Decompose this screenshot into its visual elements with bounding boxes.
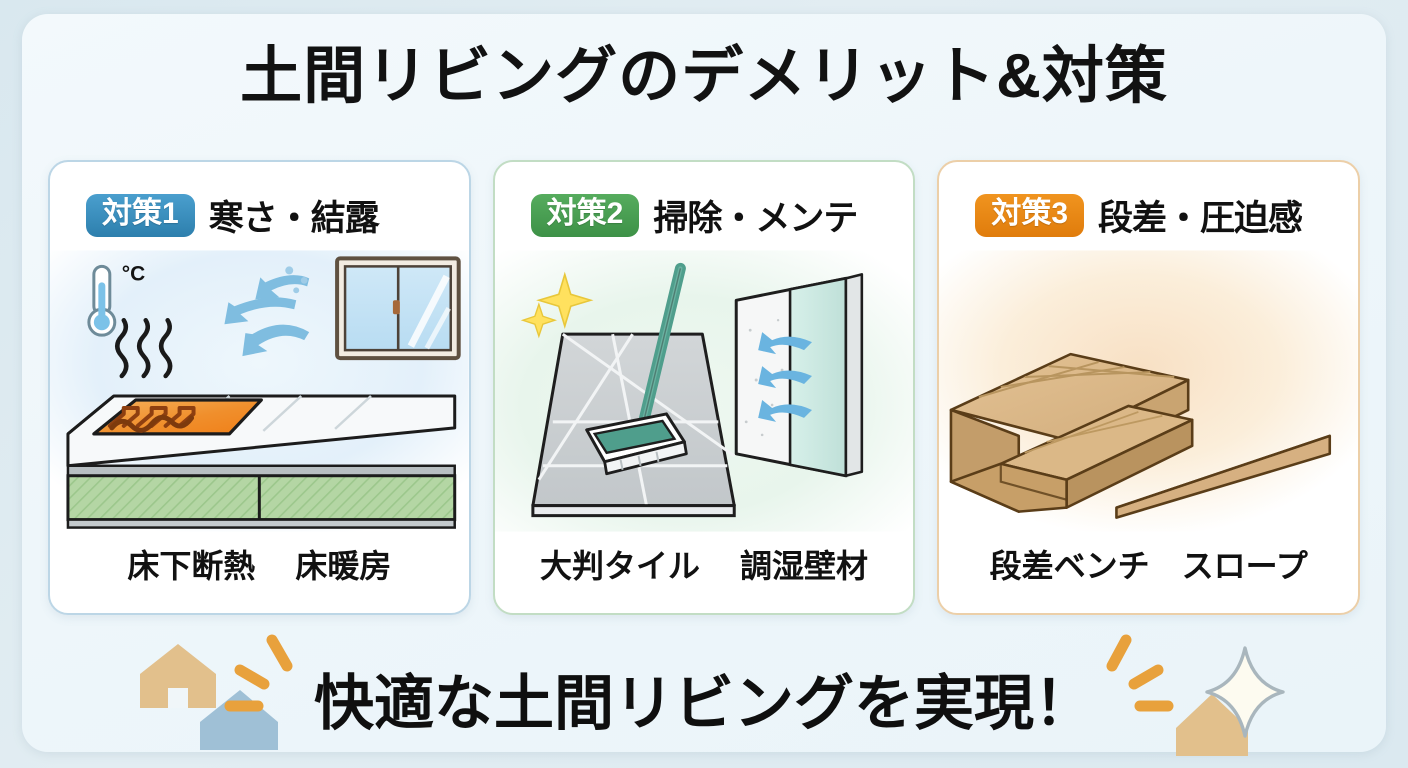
heat-wave-squiggles [115,317,173,379]
cold-air-arrows [224,266,310,357]
card-3-illustration [939,250,1359,532]
card-measure-3[interactable]: 対策3 段差・圧迫感 [937,160,1361,615]
sparkle-star-small [520,302,557,339]
footer-text: 快適な土間リビングを実現！ [314,670,1094,737]
card-measure-1[interactable]: 対策1 寒さ・結露 [48,160,471,615]
card-1-illustration: °C [50,250,469,532]
mop-handle [638,262,686,424]
moisture-absorption-arrows [757,332,812,422]
footer-banner: 快適な土間リビングを実現！ [0,674,1408,734]
card-1-header: 対策1 寒さ・結露 [50,190,469,241]
card-1-labels: 床下断熱 床暖房 [50,541,469,587]
card-2-illustration [494,250,914,532]
badge-measure-1: 対策1 [86,194,195,237]
footer-decorations [140,634,1285,756]
card-2-label-1: 大判タイル [539,548,700,584]
page-title: 土間リビングのデメリット&対策 [240,42,1168,111]
card-1-label-2: 床暖房 [295,548,392,584]
card-1-title: 寒さ・結露 [208,199,380,238]
sparkle-star-large [535,271,594,329]
floor-assembly [66,394,457,529]
card-measure-2[interactable]: 対策2 掃除・メンテ [492,160,916,615]
slope-ramp-wedge [1115,434,1332,519]
house-icon-tan-right [1176,694,1248,756]
house-icon-blue [200,690,278,750]
card-3-labels: 段差ベンチ スロープ [939,541,1358,587]
emphasis-dashes-left [224,634,293,712]
badge-measure-2: 対策2 [530,194,640,237]
mop-head [584,412,688,476]
window-sash [335,256,461,361]
floor-heating-coil [92,398,263,436]
card-3-title: 段差・圧迫感 [1098,199,1303,238]
card-2-labels: 大判タイル 調湿壁材 [495,541,914,587]
card-2-title: 掃除・メンテ [653,199,858,238]
badge-measure-3: 対策3 [975,194,1085,237]
card-3-label-2: スロープ [1181,548,1308,584]
sparkle-outline-icon [1205,646,1285,738]
card-3-header: 対策3 段差・圧迫感 [939,190,1358,241]
card-3-label-1: 段差ベンチ [989,548,1150,584]
card-1-label-1: 床下断熱 [127,548,256,584]
emphasis-dashes-right [1106,634,1174,712]
svg-text:°C: °C [122,262,145,285]
card-2-header: 対策2 掃除・メンテ [495,190,914,241]
cards-container: 対策1 寒さ・結露 [48,160,1361,615]
card-2-label-2: 調湿壁材 [740,548,869,584]
thermometer-icon [87,264,117,337]
wooden-step-bench [950,352,1194,513]
house-icon-tan [140,644,216,708]
